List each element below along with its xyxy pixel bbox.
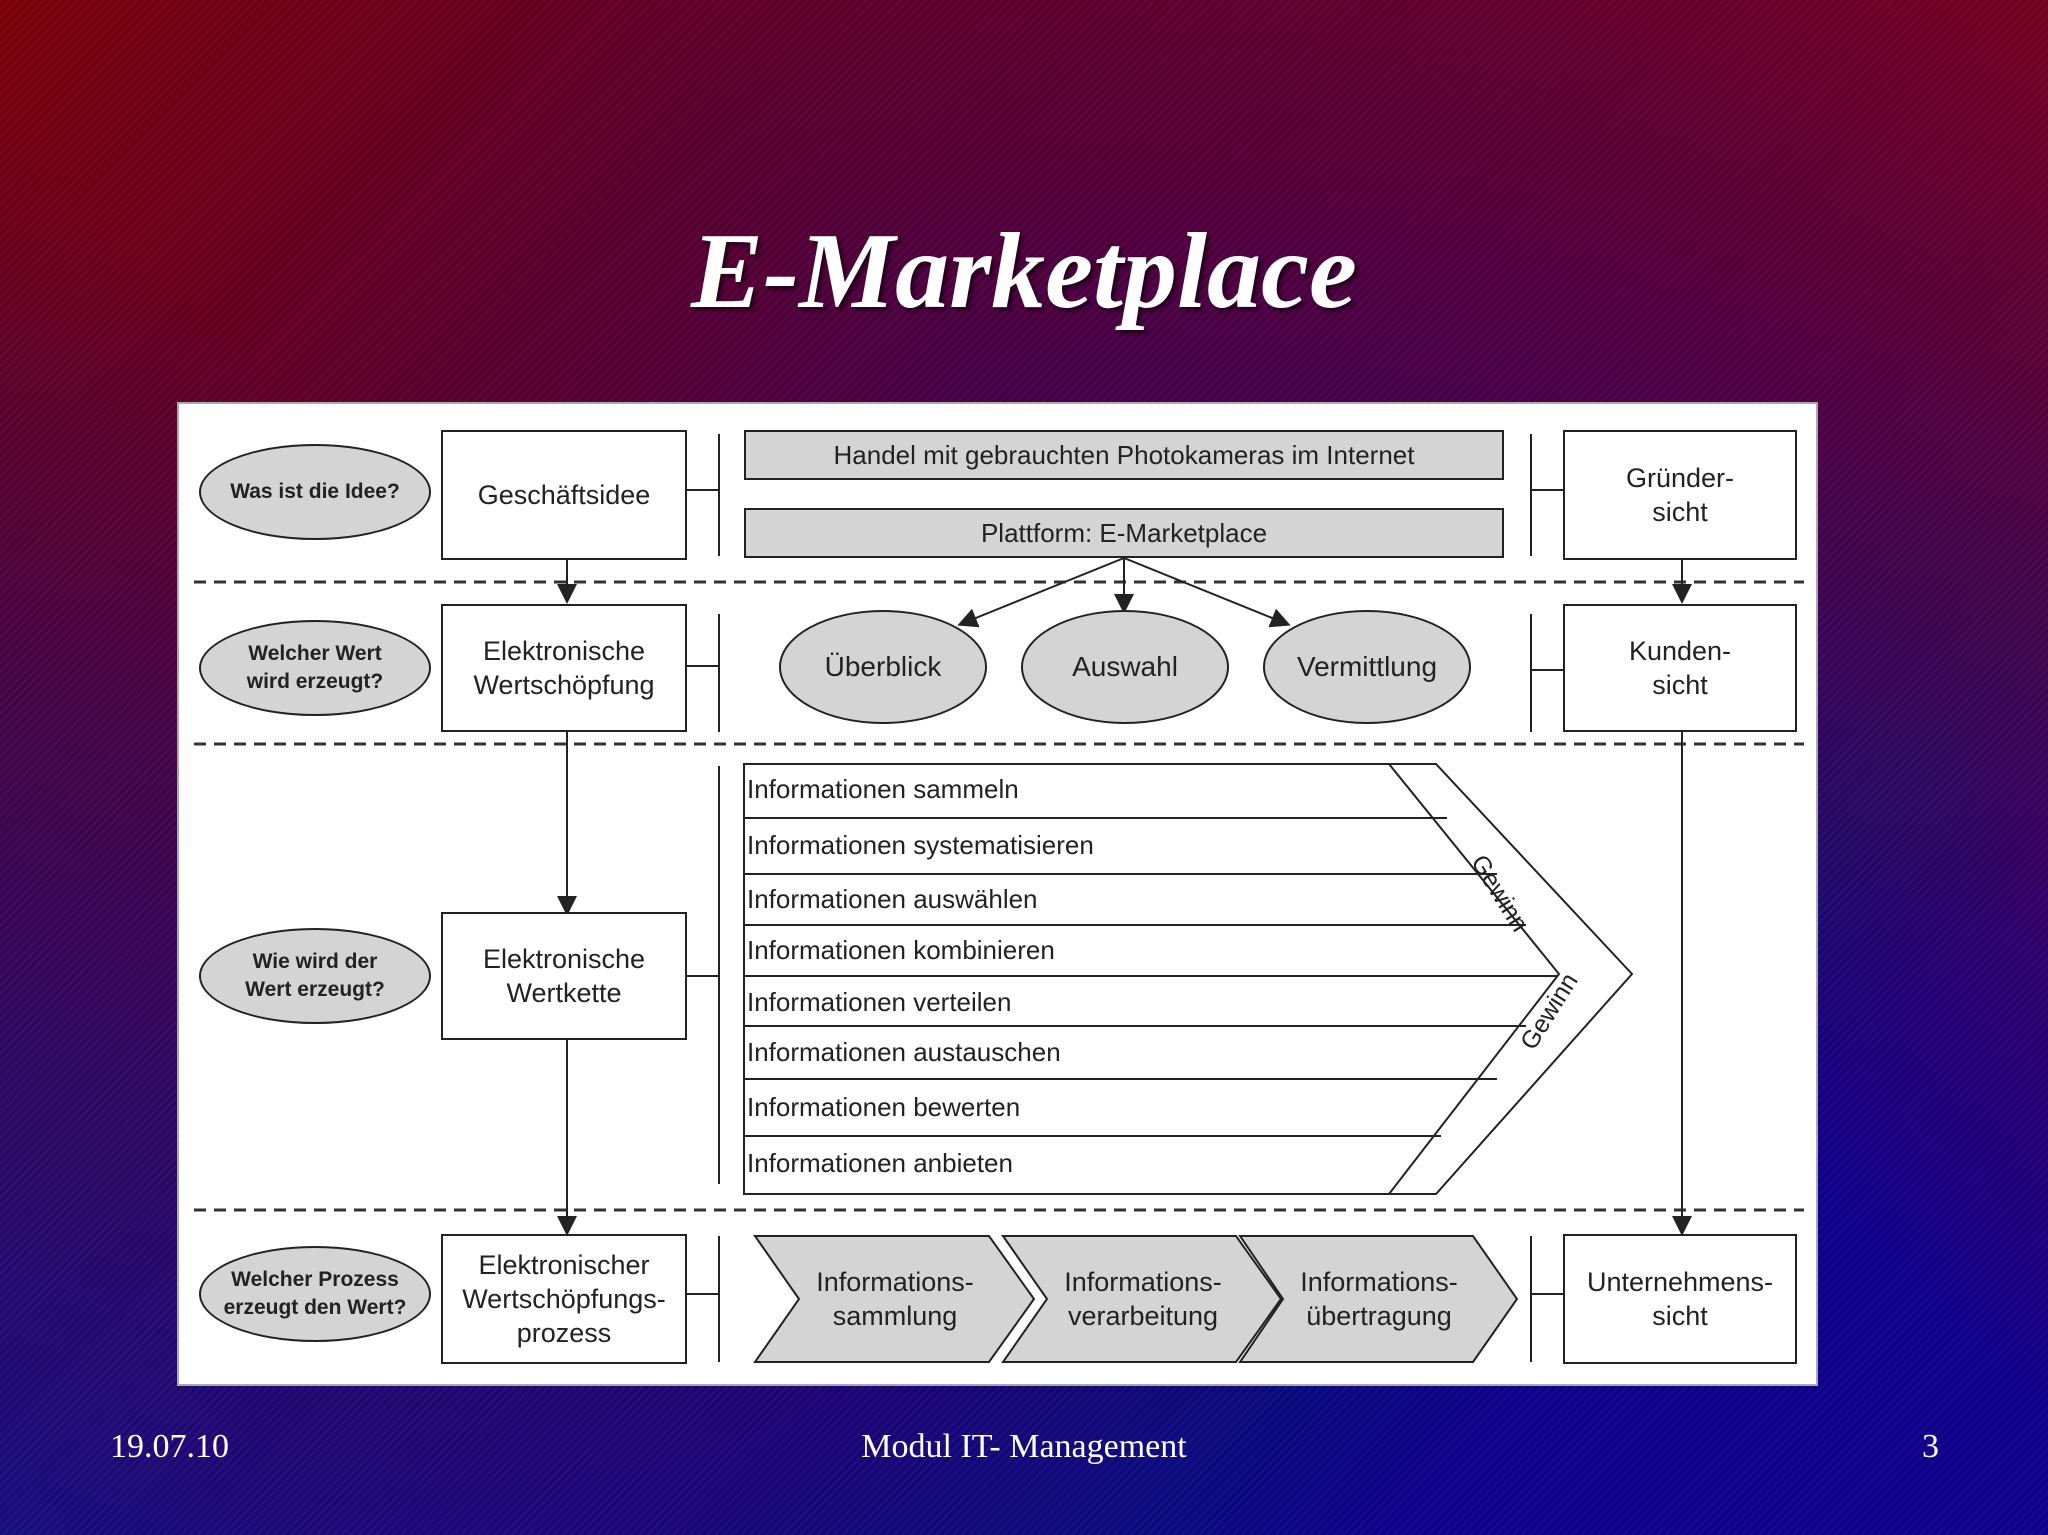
question-value: Welcher Wert wird erzeugt? [199,620,431,716]
view-founder: Gründer- sicht [1563,430,1797,560]
process-transmission: Informations- übertragung [1300,1267,1458,1331]
chain-item: Informationen kombinieren [747,935,1055,965]
question-how: Wie wird der Wert erzeugt? [199,928,431,1024]
chain-item: Informationen bewerten [747,1092,1021,1122]
e-marketplace-diagram: Was ist die Idee? Welcher Wert wird erze… [177,402,1818,1386]
box-value-chain: Elektronische Wertkette [441,912,687,1040]
page-number: 3 [1922,1428,1939,1465]
process-processing: Informations- verarbeitung [1064,1267,1222,1331]
chain-item: Informationen verteilen [747,987,1012,1017]
box-value-process: Elektronischer Wertschöpfungs- prozess [441,1234,687,1364]
box-business-idea: Geschäftsidee [441,430,687,560]
process-collection: Informations- sammlung [816,1267,974,1331]
slide-title: E-Marketplace [691,212,1357,331]
diagram-lines [194,434,1804,1363]
view-company: Unternehmens- sicht [1563,1234,1797,1364]
value-overview: Überblick [779,610,987,724]
view-customer: Kunden- sicht [1563,604,1797,732]
chain-item: Informationen anbieten [747,1148,1013,1178]
chain-item: Informationen sammeln [747,774,1019,804]
chain-item: Informationen systematisieren [747,830,1094,860]
bar-platform: Plattform: E-Marketplace [744,508,1504,558]
footer-date: 19.07.10 [110,1428,229,1465]
chain-item: Informationen austauschen [747,1037,1061,1067]
box-electronic-value: Elektronische Wertschöpfung [441,604,687,732]
chain-item: Informationen auswählen [747,884,1038,914]
value-selection: Auswahl [1021,610,1229,724]
question-process: Welcher Prozess erzeugt den Wert? [199,1246,431,1342]
question-idea: Was ist die Idee? [199,444,431,540]
footer-module: Modul IT- Management [861,1428,1187,1465]
bar-trade-cameras: Handel mit gebrauchten Photokameras im I… [744,430,1504,480]
value-mediation: Vermittlung [1263,610,1471,724]
